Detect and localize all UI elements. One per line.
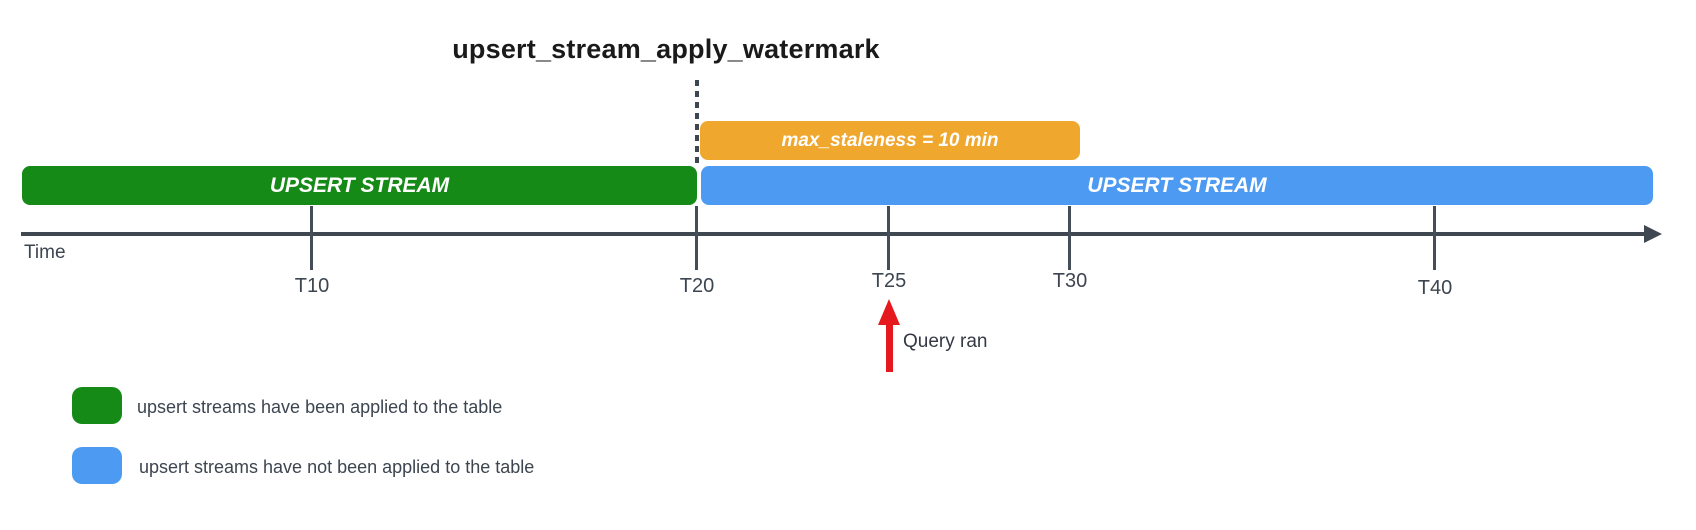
tick-t10 <box>310 206 313 270</box>
tick-label-t30: T30 <box>1052 270 1088 292</box>
tick-t40 <box>1433 206 1436 270</box>
tick-label-t25: T25 <box>871 270 907 292</box>
tick-t30 <box>1068 206 1071 270</box>
tick-t25 <box>887 206 890 270</box>
tick-t20 <box>695 206 698 270</box>
query-ran-label: Query ran <box>903 331 988 352</box>
applied-upsert-stream-bar-label: UPSERT STREAM <box>269 173 450 197</box>
legend-label-applied: upsert streams have been applied to the … <box>137 397 503 417</box>
time-axis-label: Time <box>24 242 66 263</box>
query-ran-arrow-shaft <box>886 323 893 372</box>
max-staleness-bar-label: max_staleness = 10 min <box>781 129 999 151</box>
time-axis-line <box>21 232 1648 236</box>
legend-swatch-unapplied <box>72 447 122 484</box>
watermark-dotted-line <box>695 80 699 166</box>
legend-swatch-applied <box>72 387 122 424</box>
query-ran-arrow-icon <box>878 299 900 325</box>
unapplied-upsert-stream-bar: UPSERT STREAM <box>701 166 1653 205</box>
tick-label-t10: T10 <box>294 275 330 297</box>
time-axis-arrowhead-icon <box>1644 225 1662 243</box>
tick-label-t20: T20 <box>679 275 715 297</box>
unapplied-upsert-stream-bar-label: UPSERT STREAM <box>1087 173 1267 197</box>
legend-label-unapplied: upsert streams have not been applied to … <box>139 457 535 477</box>
applied-upsert-stream-bar: UPSERT STREAM <box>22 166 697 205</box>
diagram-title: upsert_stream_apply_watermark <box>452 34 880 64</box>
tick-label-t40: T40 <box>1417 277 1453 299</box>
max-staleness-bar: max_staleness = 10 min <box>700 121 1080 160</box>
